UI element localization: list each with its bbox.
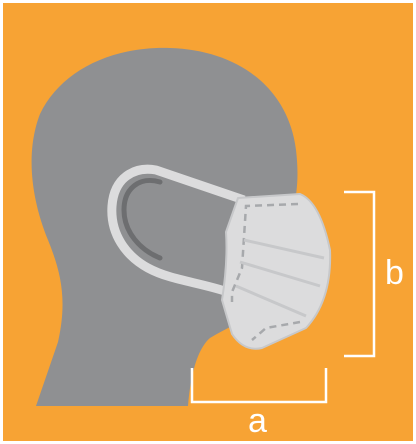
dimension-bracket-a	[190, 368, 328, 404]
mask-pleat-1	[243, 238, 325, 260]
ear-loop-shadow	[121, 178, 163, 261]
ear-loop-strap	[107, 164, 246, 297]
mask-pleat-2	[239, 260, 321, 288]
mask-pleat-3	[235, 284, 307, 318]
dimension-label-b: b	[385, 254, 404, 292]
dimension-bracket-b	[344, 190, 376, 358]
mask-seam	[230, 202, 301, 341]
dimension-label-a: a	[248, 402, 267, 440]
